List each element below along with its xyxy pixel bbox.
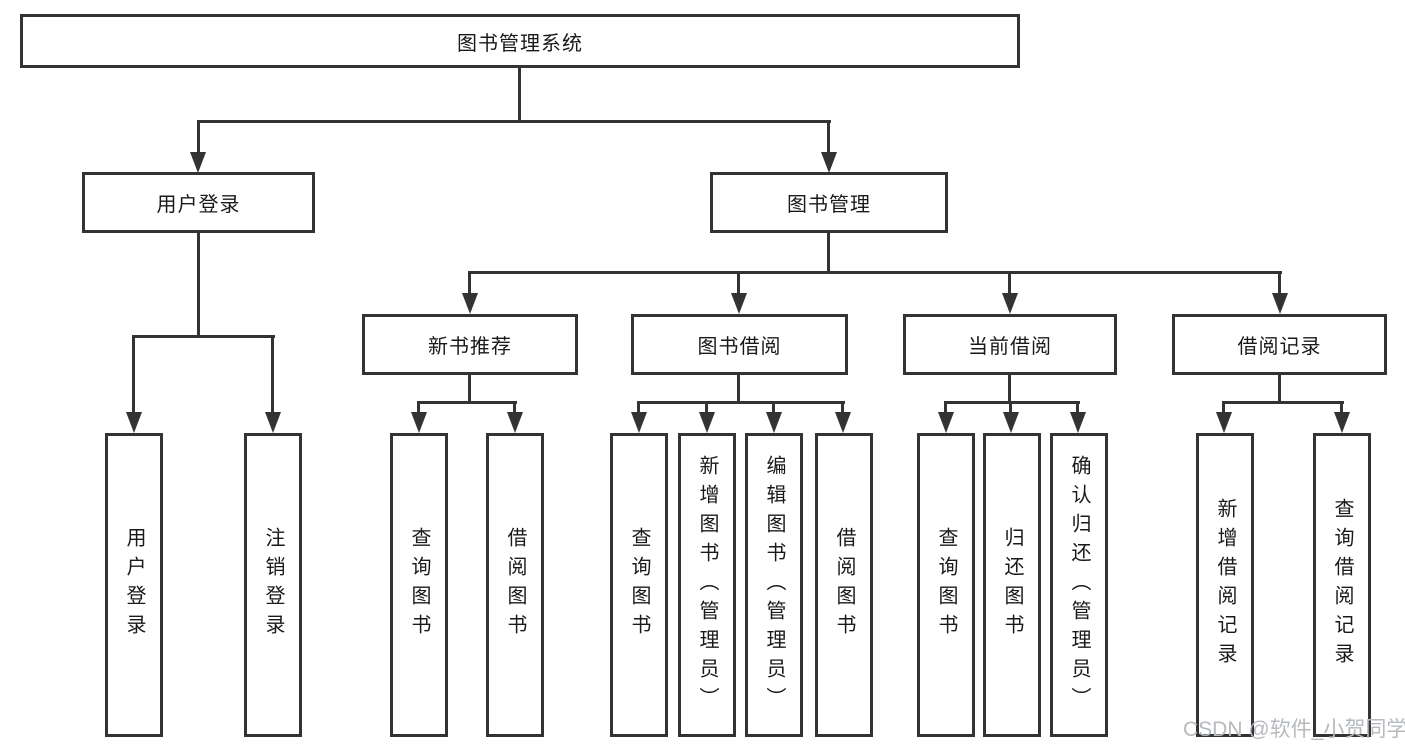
connector-line	[1340, 401, 1343, 415]
leaf-add-books-admin: 新增图书（管理员）	[678, 433, 736, 737]
node-user-login: 用户登录	[82, 172, 315, 233]
leaf-borrow-books-recommend: 借阅图书	[486, 433, 544, 737]
arrow-down-icon	[462, 293, 478, 314]
arrow-down-icon	[265, 412, 281, 433]
connector-line	[197, 120, 200, 154]
connector-line	[944, 401, 947, 415]
arrow-down-icon	[411, 412, 427, 433]
node-root: 图书管理系统	[20, 14, 1020, 68]
leaf-return-books-label: 归还图书	[1001, 527, 1023, 643]
connector-line	[518, 68, 521, 122]
leaf-edit-books-admin-label: 编辑图书（管理员）	[763, 454, 785, 716]
node-new-book-recommend-label: 新书推荐	[428, 336, 512, 358]
connector-line	[705, 401, 708, 415]
leaf-user-login: 用户登录	[105, 433, 163, 737]
connector-line	[513, 401, 516, 415]
connector-line	[841, 401, 844, 415]
leaf-add-books-admin-label: 新增图书（管理员）	[696, 454, 718, 716]
leaf-logout-label: 注销登录	[262, 527, 284, 643]
leaf-return-books: 归还图书	[983, 433, 1041, 737]
node-current-borrowing: 当前借阅	[903, 314, 1117, 375]
arrow-down-icon	[1334, 412, 1350, 433]
arrow-down-icon	[126, 412, 142, 433]
arrow-down-icon	[731, 293, 747, 314]
leaf-query-books-borrowing-label: 查询图书	[628, 527, 650, 643]
node-book-borrowing-label: 图书借阅	[697, 336, 782, 358]
connector-line	[1278, 375, 1281, 404]
connector-line	[132, 335, 135, 415]
connector-line	[1076, 401, 1079, 415]
arrow-down-icon	[835, 412, 851, 433]
leaf-borrow-books: 借阅图书	[815, 433, 873, 737]
arrow-down-icon	[699, 412, 715, 433]
connector-line	[197, 120, 831, 123]
node-current-borrowing-label: 当前借阅	[968, 336, 1052, 358]
leaf-edit-books-admin: 编辑图书（管理员）	[745, 433, 803, 737]
leaf-query-books-current-label: 查询图书	[935, 527, 957, 643]
connector-line	[737, 271, 740, 297]
leaf-confirm-return-admin-label: 确认归还（管理员）	[1068, 454, 1090, 716]
connector-line	[132, 335, 275, 338]
arrow-down-icon	[1003, 412, 1019, 433]
connector-line	[417, 401, 420, 415]
leaf-add-borrow-record: 新增借阅记录	[1196, 433, 1254, 737]
node-user-login-label: 用户登录	[156, 194, 241, 216]
node-book-borrowing: 图书借阅	[631, 314, 848, 375]
arrow-down-icon	[1070, 412, 1086, 433]
node-borrowing-records-label: 借阅记录	[1237, 336, 1322, 358]
arrow-down-icon	[1216, 412, 1232, 433]
arrow-down-icon	[507, 412, 523, 433]
leaf-confirm-return-admin: 确认归还（管理员）	[1050, 433, 1108, 737]
connector-line	[944, 401, 1080, 404]
arrow-down-icon	[190, 152, 206, 173]
connector-line	[468, 375, 471, 404]
connector-line	[637, 401, 640, 415]
leaf-query-books-current: 查询图书	[917, 433, 975, 737]
arrow-down-icon	[821, 152, 837, 173]
leaf-query-books-borrowing: 查询图书	[610, 433, 668, 737]
arrow-down-icon	[1002, 293, 1018, 314]
connector-line	[1222, 401, 1344, 404]
connector-line	[1008, 271, 1011, 297]
node-root-label: 图书管理系统	[457, 32, 583, 55]
connector-line	[1222, 401, 1225, 415]
node-book-management: 图书管理	[710, 172, 948, 233]
arrow-down-icon	[766, 412, 782, 433]
leaf-logout: 注销登录	[244, 433, 302, 737]
leaf-borrow-books-recommend-label: 借阅图书	[504, 527, 526, 643]
leaf-user-login-label: 用户登录	[123, 527, 145, 643]
connector-line	[827, 120, 830, 154]
connector-line	[737, 375, 740, 404]
node-book-management-label: 图书管理	[787, 194, 871, 216]
node-borrowing-records: 借阅记录	[1172, 314, 1387, 375]
connector-line	[1009, 401, 1012, 415]
connector-line	[468, 271, 471, 297]
connector-line	[417, 401, 517, 404]
connector-line	[772, 401, 775, 415]
node-new-book-recommend: 新书推荐	[362, 314, 578, 375]
connector-line	[468, 271, 1282, 274]
connector-line	[197, 233, 200, 337]
csdn-watermark: CSDN @软件_小贺同学	[1183, 718, 1405, 741]
leaf-query-borrow-record: 查询借阅记录	[1313, 433, 1371, 737]
connector-line	[1278, 271, 1281, 297]
leaf-query-books-recommend-label: 查询图书	[408, 527, 430, 643]
arrow-down-icon	[938, 412, 954, 433]
arrow-down-icon	[1272, 293, 1288, 314]
leaf-borrow-books-label: 借阅图书	[833, 527, 855, 643]
arrow-down-icon	[631, 412, 647, 433]
connector-line	[271, 335, 274, 415]
connector-line	[827, 233, 830, 274]
connector-line	[637, 401, 845, 404]
leaf-query-borrow-record-label: 查询借阅记录	[1331, 498, 1353, 672]
leaf-query-books-recommend: 查询图书	[390, 433, 448, 737]
leaf-add-borrow-record-label: 新增借阅记录	[1214, 498, 1236, 672]
connector-line	[1008, 375, 1011, 404]
